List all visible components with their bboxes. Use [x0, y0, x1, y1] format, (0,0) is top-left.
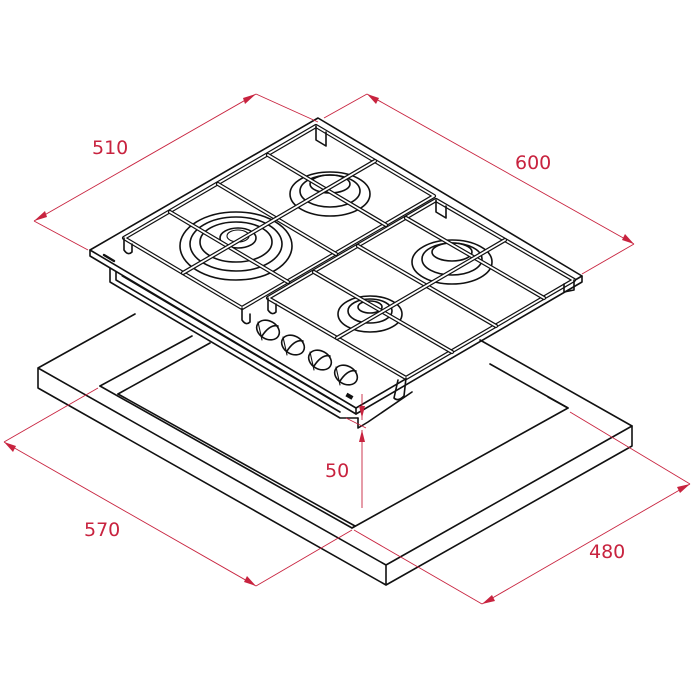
- hob: [89, 117, 583, 429]
- control-knobs: [255, 319, 359, 386]
- burner-rear-left: [289, 171, 371, 217]
- dimension-lines: [3, 93, 691, 605]
- knob-4: [333, 364, 359, 386]
- dim-480-line: [353, 411, 691, 605]
- knob-2: [280, 334, 306, 356]
- knob-3: [307, 349, 333, 371]
- burner-wok: [179, 211, 293, 281]
- dim-label-510: 510: [92, 137, 129, 159]
- dim-50-line: [345, 394, 367, 508]
- dim-600-line: [323, 93, 635, 275]
- knob-1: [255, 319, 281, 341]
- grate-right: [265, 197, 577, 401]
- pan-supports: [121, 123, 577, 401]
- dim-label-480: 480: [589, 541, 626, 563]
- dim-570-line: [3, 387, 353, 587]
- dim-label-600: 600: [515, 152, 552, 174]
- dim-510-line: [33, 93, 319, 251]
- countertop: [37, 313, 633, 586]
- burner-front-right: [337, 295, 403, 333]
- dim-label-50: 50: [325, 460, 350, 482]
- grate-left: [121, 123, 437, 325]
- dim-label-570: 570: [84, 519, 121, 541]
